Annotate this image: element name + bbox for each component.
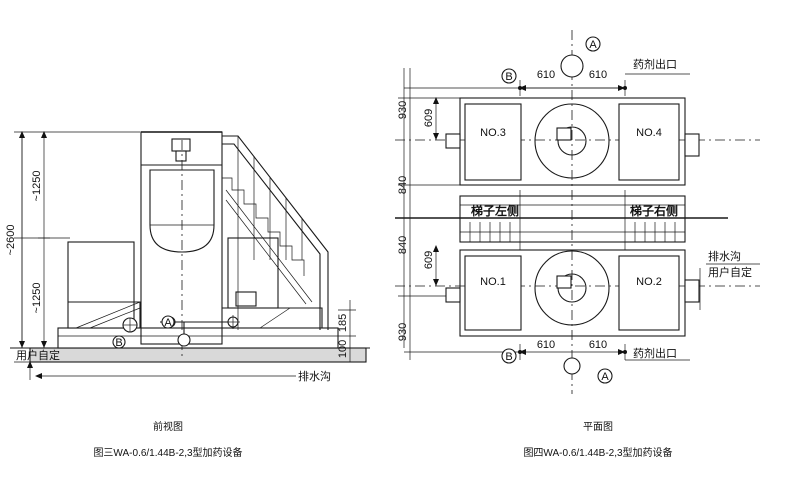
plan-ladder-left-label: 梯子左侧 — [471, 203, 519, 218]
plan-upper-vessel — [534, 103, 610, 179]
plan-marker-b-top: B — [505, 71, 512, 83]
plan-dim-930-bottom: 930 — [397, 323, 409, 341]
front-stair-rail-outer — [222, 135, 329, 330]
front-view-title: 前视图 — [153, 420, 183, 433]
front-figure-caption: 图三WA-0.6/1.44B-2,3型加药设备 — [93, 446, 242, 459]
plan-dim-930-top: 930 — [397, 101, 409, 119]
front-marker-b — [112, 335, 126, 349]
plan-dim-610-a: 610 — [537, 69, 555, 81]
front-user-defined-label: 用户自定 — [16, 348, 60, 362]
plan-user-defined-label: 用户自定 — [708, 265, 752, 279]
plan-dim-609-bottom: 609 — [423, 251, 435, 269]
plan-view-title: 平面图 — [583, 421, 613, 433]
plan-tank-no4-label: NO.4 — [636, 127, 662, 139]
plan-dim-610-b: 610 — [589, 69, 607, 81]
plan-view: A B 610 610 药剂出口 NO.3 NO.4 930 609 — [395, 30, 760, 459]
plan-tank-no2 — [618, 255, 680, 331]
plan-outlet-top-label: 药剂出口 — [633, 57, 677, 71]
front-marker-b-label: B — [115, 337, 122, 349]
front-drain-label: 排水沟 — [298, 369, 331, 383]
plan-tank-no3 — [464, 103, 522, 181]
plan-stair-band — [459, 195, 686, 243]
front-dim-185: 185 — [337, 314, 349, 332]
plan-tank-no3-label: NO.3 — [480, 127, 506, 139]
plan-drain-label: 排水沟 — [708, 249, 741, 263]
plan-marker-a-top: A — [589, 39, 597, 51]
front-floor-slab — [29, 347, 367, 363]
plan-tank-no1-label: NO.1 — [480, 276, 506, 288]
plan-lower-vessel — [534, 250, 610, 326]
front-view: A B ~2600 ~1250 ~1250 185 100 用户自定 排水沟 前… — [5, 131, 370, 459]
front-motor — [171, 138, 191, 152]
plan-dim-840-top: 840 — [397, 176, 409, 194]
plan-dim-610-c: 610 — [537, 339, 555, 351]
plan-tank-no4 — [618, 103, 680, 181]
plan-dim-840-bottom: 840 — [397, 236, 409, 254]
plan-dim-610-d: 610 — [589, 339, 607, 351]
front-dim-total: ~2600 — [5, 225, 17, 256]
front-marker-a — [161, 315, 175, 329]
front-dim-100: 100 — [337, 340, 349, 358]
front-dim-lower: ~1250 — [31, 283, 43, 314]
plan-marker-a-bottom: A — [601, 371, 609, 383]
front-left-box — [67, 241, 135, 329]
plan-tank-no2-label: NO.2 — [636, 276, 662, 288]
front-vessel — [149, 169, 215, 253]
front-tower-frame — [140, 131, 223, 345]
plan-figure-caption: 图四WA-0.6/1.44B-2,3型加药设备 — [523, 446, 672, 459]
plan-ladder-right-label: 梯子右侧 — [630, 203, 678, 218]
plan-outlet-bottom-label: 药剂出口 — [633, 346, 677, 360]
plan-dim-609-top: 609 — [423, 109, 435, 127]
front-marker-a-label: A — [164, 317, 172, 329]
front-dim-upper: ~1250 — [31, 171, 43, 202]
plan-marker-b-bottom: B — [505, 351, 512, 363]
plan-tank-no1 — [464, 255, 522, 331]
